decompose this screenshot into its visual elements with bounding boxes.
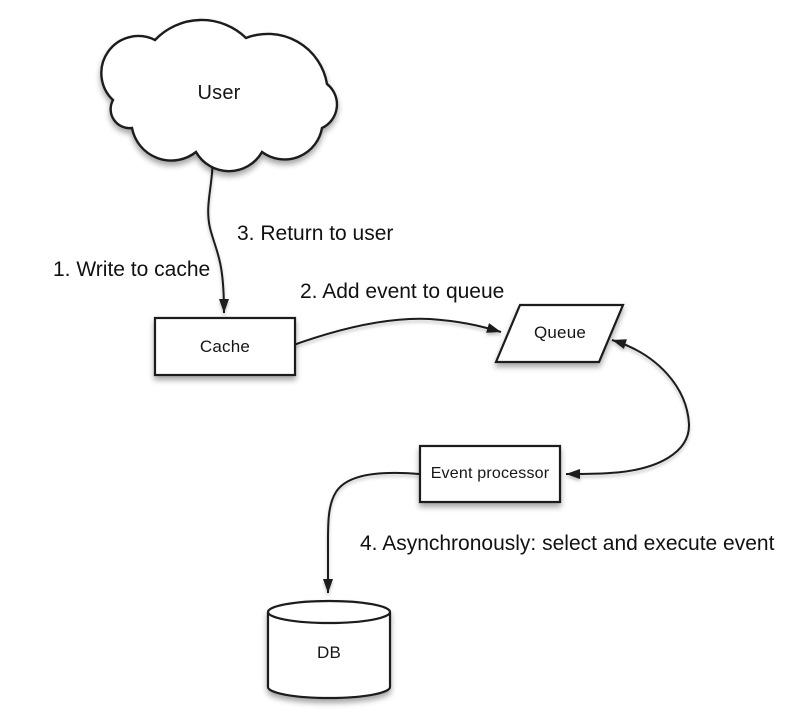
edge-cache-queue — [287, 317, 502, 348]
edge-event-processor-db — [323, 471, 420, 593]
edge-queue-event-processor — [565, 339, 691, 479]
db-cylinder-shape — [266, 599, 392, 700]
user-cloud-shape — [100, 18, 339, 173]
queue-parallelogram-shape — [494, 303, 625, 364]
cache-box-shape — [153, 316, 297, 377]
edge-user-cache — [207, 149, 229, 314]
event-processor-box-shape — [418, 444, 562, 504]
